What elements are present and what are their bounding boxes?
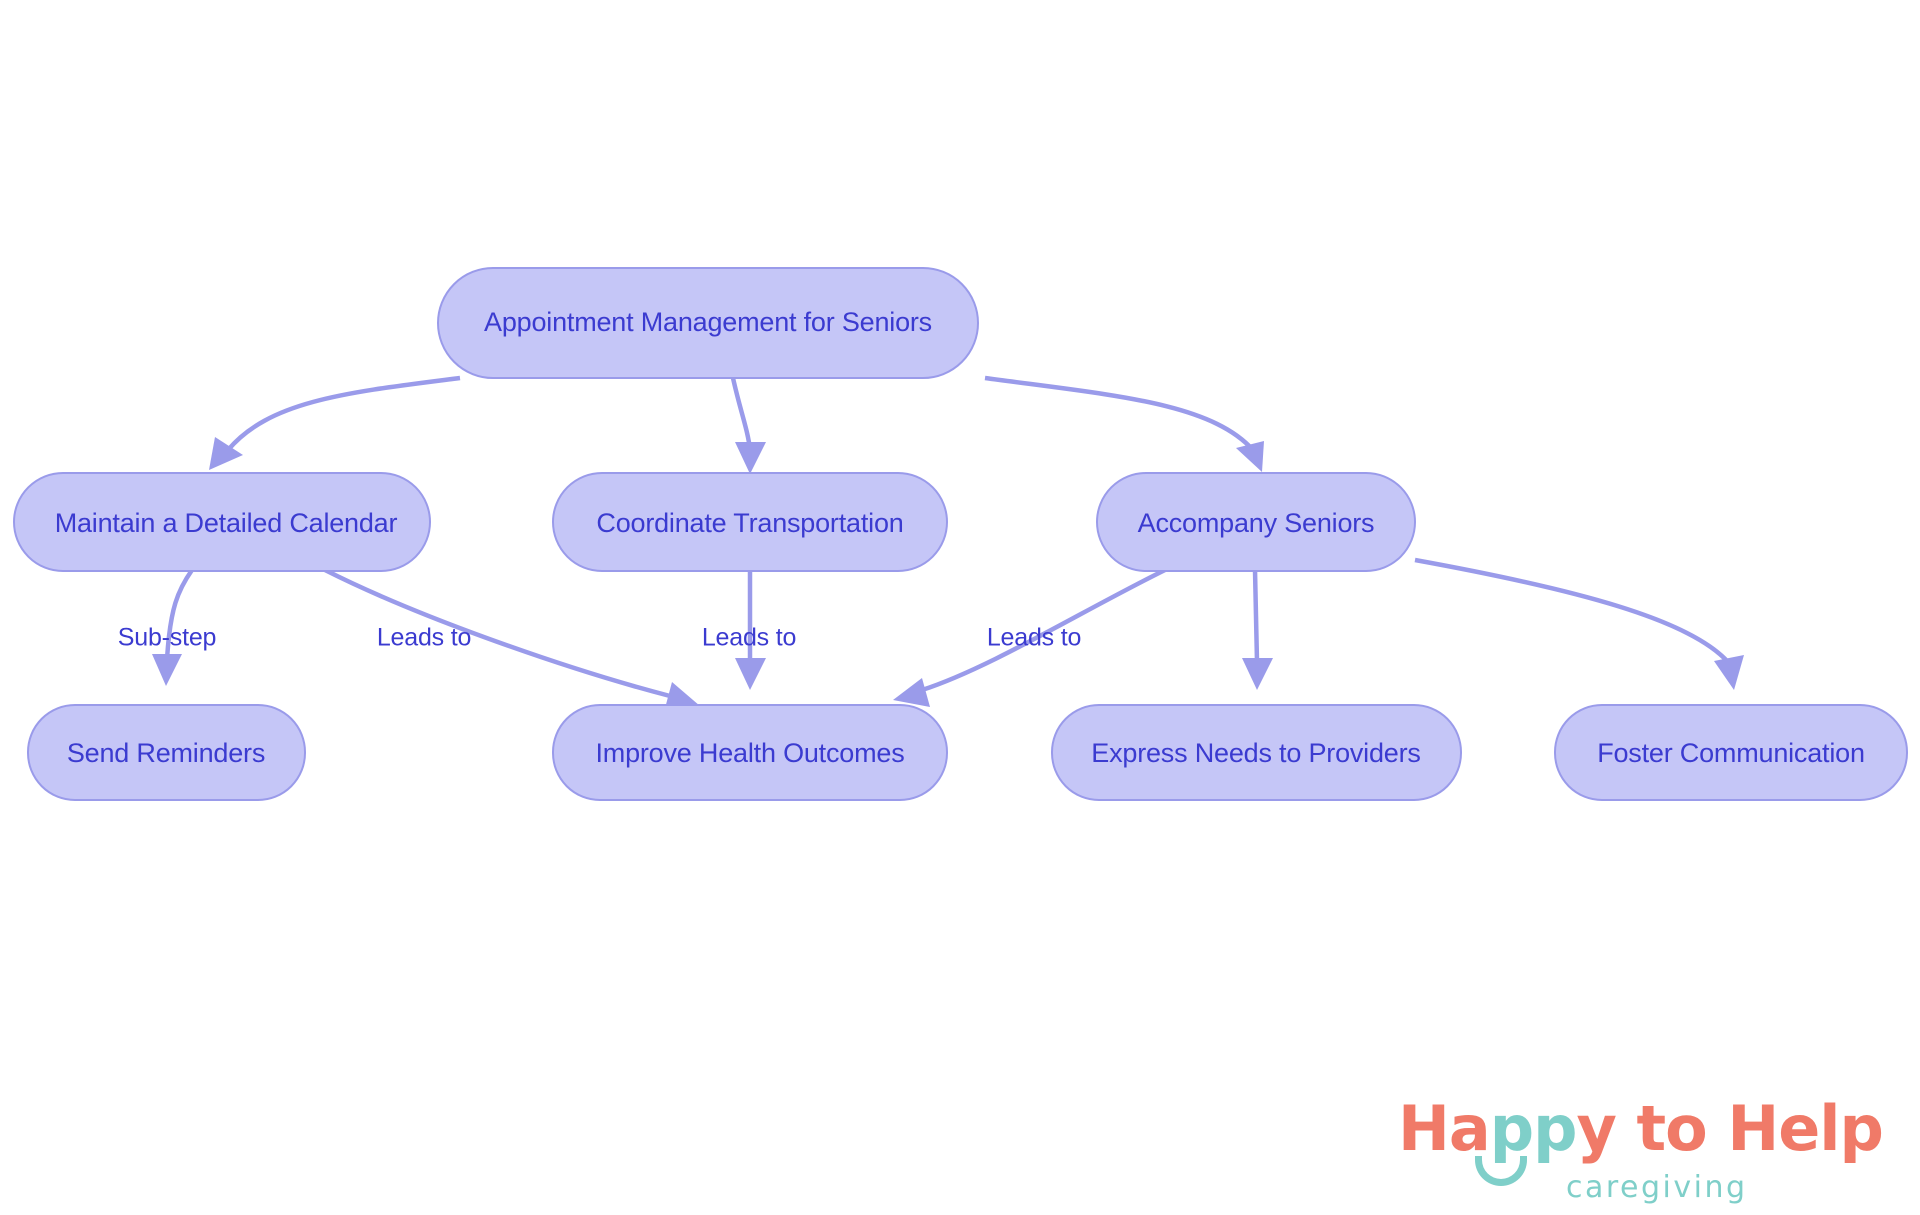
arrow-head-icon [1242,658,1273,690]
node-foster[interactable]: Foster Communication [1554,704,1908,801]
logo-wordmark: Happy to Help [1398,1098,1884,1160]
node-express-shape[interactable] [1051,704,1462,801]
arrow-head-icon [209,437,243,470]
node-root[interactable]: Appointment Management for Seniors [437,267,979,379]
edge-root-to-transport [730,377,766,474]
edge-label-leads-to-1: Leads to [377,624,471,652]
brand-logo: Happy to Help caregiving [1398,1098,1898,1208]
edge-label-sub-step: Sub-step [118,624,216,652]
edge-root-to-accompany [984,375,1264,472]
arrow-head-icon [1236,441,1264,472]
node-transport-shape[interactable] [552,472,948,572]
edge-calendar-to-reminders [152,568,194,686]
arrow-head-icon [1714,655,1744,690]
node-root-shape[interactable] [437,267,979,379]
node-foster-label: Foster Communication [1597,738,1865,768]
logo-text-to-help: to Help [1615,1092,1884,1165]
edge-accompany-to-foster [1414,557,1744,690]
logo-subtitle: caregiving [1566,1170,1748,1205]
node-group: Appointment Management for Seniors Maint… [13,267,1908,801]
node-outcomes-shape[interactable] [552,704,948,801]
edge-label-leads-to-2: Leads to [702,624,796,652]
node-accompany-shape[interactable] [1096,472,1416,572]
logo-text-y: y [1576,1092,1617,1165]
edge-transport-to-outcomes [735,570,766,690]
arrow-head-icon [735,442,766,474]
node-accompany-label: Accompany Seniors [1138,508,1375,538]
node-accompany[interactable]: Accompany Seniors [1096,472,1416,572]
arrow-head-icon [152,654,182,686]
node-calendar-shape[interactable] [13,472,431,572]
edge-accompany-to-outcomes [893,567,1166,707]
node-outcomes[interactable]: Improve Health Outcomes [552,704,948,801]
node-express[interactable]: Express Needs to Providers [1051,704,1462,801]
node-reminders-label: Send Reminders [67,738,265,768]
edge-label-group: Sub-step Leads to Leads to Leads to [118,624,1082,652]
arrow-head-icon [893,678,930,707]
node-calendar-label: Maintain a Detailed Calendar [55,508,398,538]
edge-accompany-to-express [1242,569,1273,690]
edge-root-to-calendar [209,375,461,470]
logo-text-pp: pp [1489,1092,1578,1165]
node-root-label: Appointment Management for Seniors [484,307,932,337]
node-transport-label: Coordinate Transportation [596,508,903,538]
smile-icon [1475,1156,1527,1186]
node-outcomes-label: Improve Health Outcomes [595,738,904,768]
node-express-label: Express Needs to Providers [1091,738,1420,768]
node-reminders[interactable]: Send Reminders [27,704,306,801]
node-reminders-shape[interactable] [27,704,306,801]
node-transport[interactable]: Coordinate Transportation [552,472,948,572]
logo-text-ha: Ha [1398,1092,1491,1165]
node-foster-shape[interactable] [1554,704,1908,801]
edge-label-leads-to-3: Leads to [987,624,1081,652]
node-calendar[interactable]: Maintain a Detailed Calendar [13,472,431,572]
arrow-head-icon [735,658,766,690]
